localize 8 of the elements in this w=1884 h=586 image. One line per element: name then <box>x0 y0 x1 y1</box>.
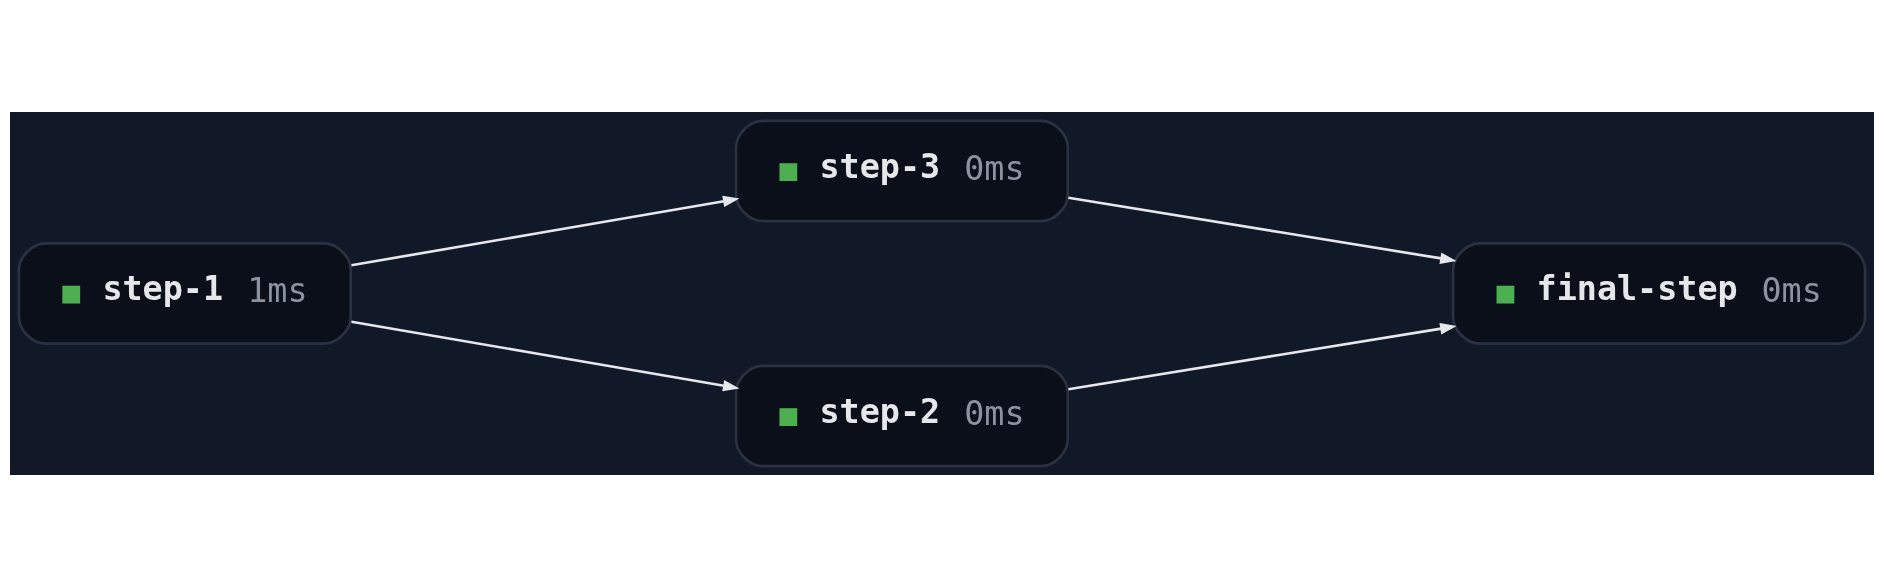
node-box: step-2 0ms <box>734 364 1070 467</box>
arrow <box>351 319 740 391</box>
arrow <box>1068 322 1457 391</box>
arrow <box>1068 195 1457 264</box>
node-box: final-step 0ms <box>1451 241 1867 345</box>
arrow <box>351 195 740 267</box>
node-box: step-3 0ms <box>734 119 1070 222</box>
node-box: step-1 1ms <box>17 241 353 345</box>
